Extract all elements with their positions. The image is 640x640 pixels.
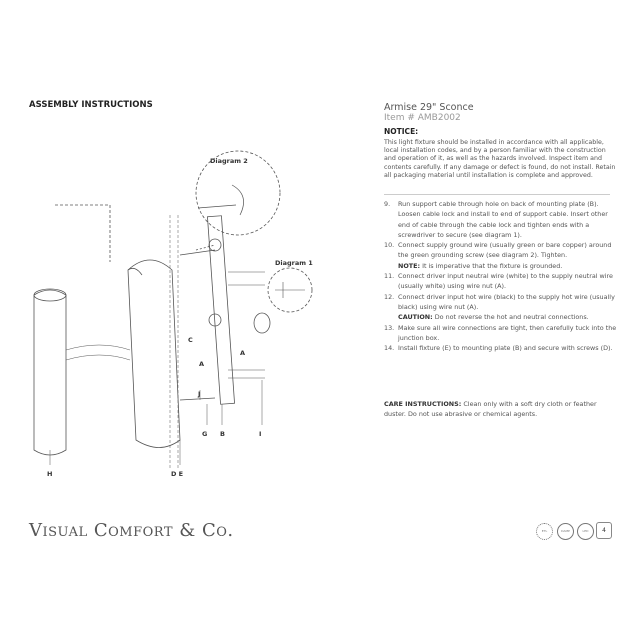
diagram1-callout — [267, 267, 313, 313]
label-a-2: A — [199, 360, 205, 368]
screw-lines — [228, 271, 265, 379]
care-text: Clean only with a soft dry cloth or feat… — [384, 400, 597, 419]
led-badge: LED — [577, 523, 594, 540]
mounting-plate — [207, 215, 235, 405]
step-number: 14. — [384, 344, 395, 353]
screw-guide-lines — [169, 215, 179, 470]
shade-left — [33, 289, 67, 456]
label-g: G — [202, 430, 208, 438]
step-item: 10.Connect supply ground wire (usually g… — [384, 240, 620, 261]
shade-top — [33, 288, 67, 302]
step-number: 12. — [384, 292, 395, 301]
step-number: 11. — [384, 272, 395, 281]
notice-title: NOTICE: — [384, 127, 419, 136]
step-item: 9. Run support cable through hole on back… — [384, 199, 620, 240]
section-heading: ASSEMBLY INSTRUCTIONS — [29, 100, 153, 110]
step-note: NOTE: It is imperative that the fixture … — [384, 261, 620, 271]
step-item: 14.Install fixture (E) to mounting plate… — [384, 343, 620, 353]
step-text: Make sure all wire connections are tight… — [398, 323, 617, 342]
label-h: H — [47, 470, 53, 478]
caution-label: CAUTION: — [398, 313, 433, 322]
diagram1-label: Diagram 1 — [275, 259, 313, 267]
note-label: NOTE: — [398, 261, 421, 270]
caution-text: Do not reverse the hot and neutral conne… — [432, 313, 589, 322]
fixture-edge — [127, 267, 143, 276]
plate-connection-lines — [179, 249, 216, 401]
page-number: 4 — [596, 522, 612, 539]
callout-leader — [195, 244, 216, 251]
step-number: 9. — [384, 200, 391, 208]
label-b: B — [220, 430, 225, 438]
care-instructions: CARE INSTRUCTIONS: Clean only with a sof… — [384, 399, 620, 420]
etl-badge: ETL — [536, 523, 553, 540]
step-text: Run support cable through hole on back o… — [398, 200, 608, 239]
label-de: D E — [171, 470, 184, 478]
junction-hole — [208, 313, 222, 327]
label-a-1: A — [240, 349, 246, 357]
assembly-diagram — [33, 150, 313, 470]
care-label: CARE INSTRUCTIONS: — [384, 400, 462, 408]
step-number: 13. — [384, 323, 395, 332]
step-text: Connect driver input hot wire (black) to… — [398, 292, 615, 311]
diagram2-label: Diagram 2 — [210, 157, 248, 165]
step-number: 10. — [384, 241, 395, 250]
divider — [384, 194, 610, 195]
junction-hole — [208, 238, 222, 252]
damp-badge: DAMP — [557, 523, 574, 540]
label-c: C — [188, 336, 193, 344]
step-item: 12.Connect driver input hot wire (black)… — [384, 292, 620, 313]
label-j: J — [198, 390, 201, 398]
product-name: Armise 29" Sconce — [384, 102, 474, 113]
guide-line — [55, 204, 111, 262]
note-text: It is imperative that the fixture is gro… — [420, 261, 563, 270]
step-text: Install fixture (E) to mounting plate (B… — [398, 344, 613, 353]
notice-text: This light fixture should be installed i… — [384, 139, 616, 179]
step-text: Connect supply ground wire (usually gree… — [398, 241, 612, 260]
wire-nut — [253, 312, 271, 334]
steps-list: 9. Run support cable through hole on back… — [384, 199, 620, 353]
diagram2-callout — [195, 150, 281, 236]
step-text: Connect driver input neutral wire (white… — [398, 272, 613, 291]
step-note: CAUTION: Do not reverse the hot and neut… — [384, 312, 620, 322]
step-item: 13.Make sure all wire connections are ti… — [384, 323, 620, 344]
label-leaders — [49, 380, 263, 465]
label-i: I — [259, 430, 262, 438]
cable-lock-detail — [275, 282, 305, 298]
fixture-body — [127, 259, 181, 448]
ground-screw-detail — [197, 184, 244, 216]
brand-logo: Visual Comfort & Co. — [29, 520, 234, 541]
item-number: Item # AMB2002 — [384, 113, 461, 123]
step-item: 11.Connect driver input neutral wire (wh… — [384, 271, 620, 292]
fixture-arm — [65, 344, 131, 361]
